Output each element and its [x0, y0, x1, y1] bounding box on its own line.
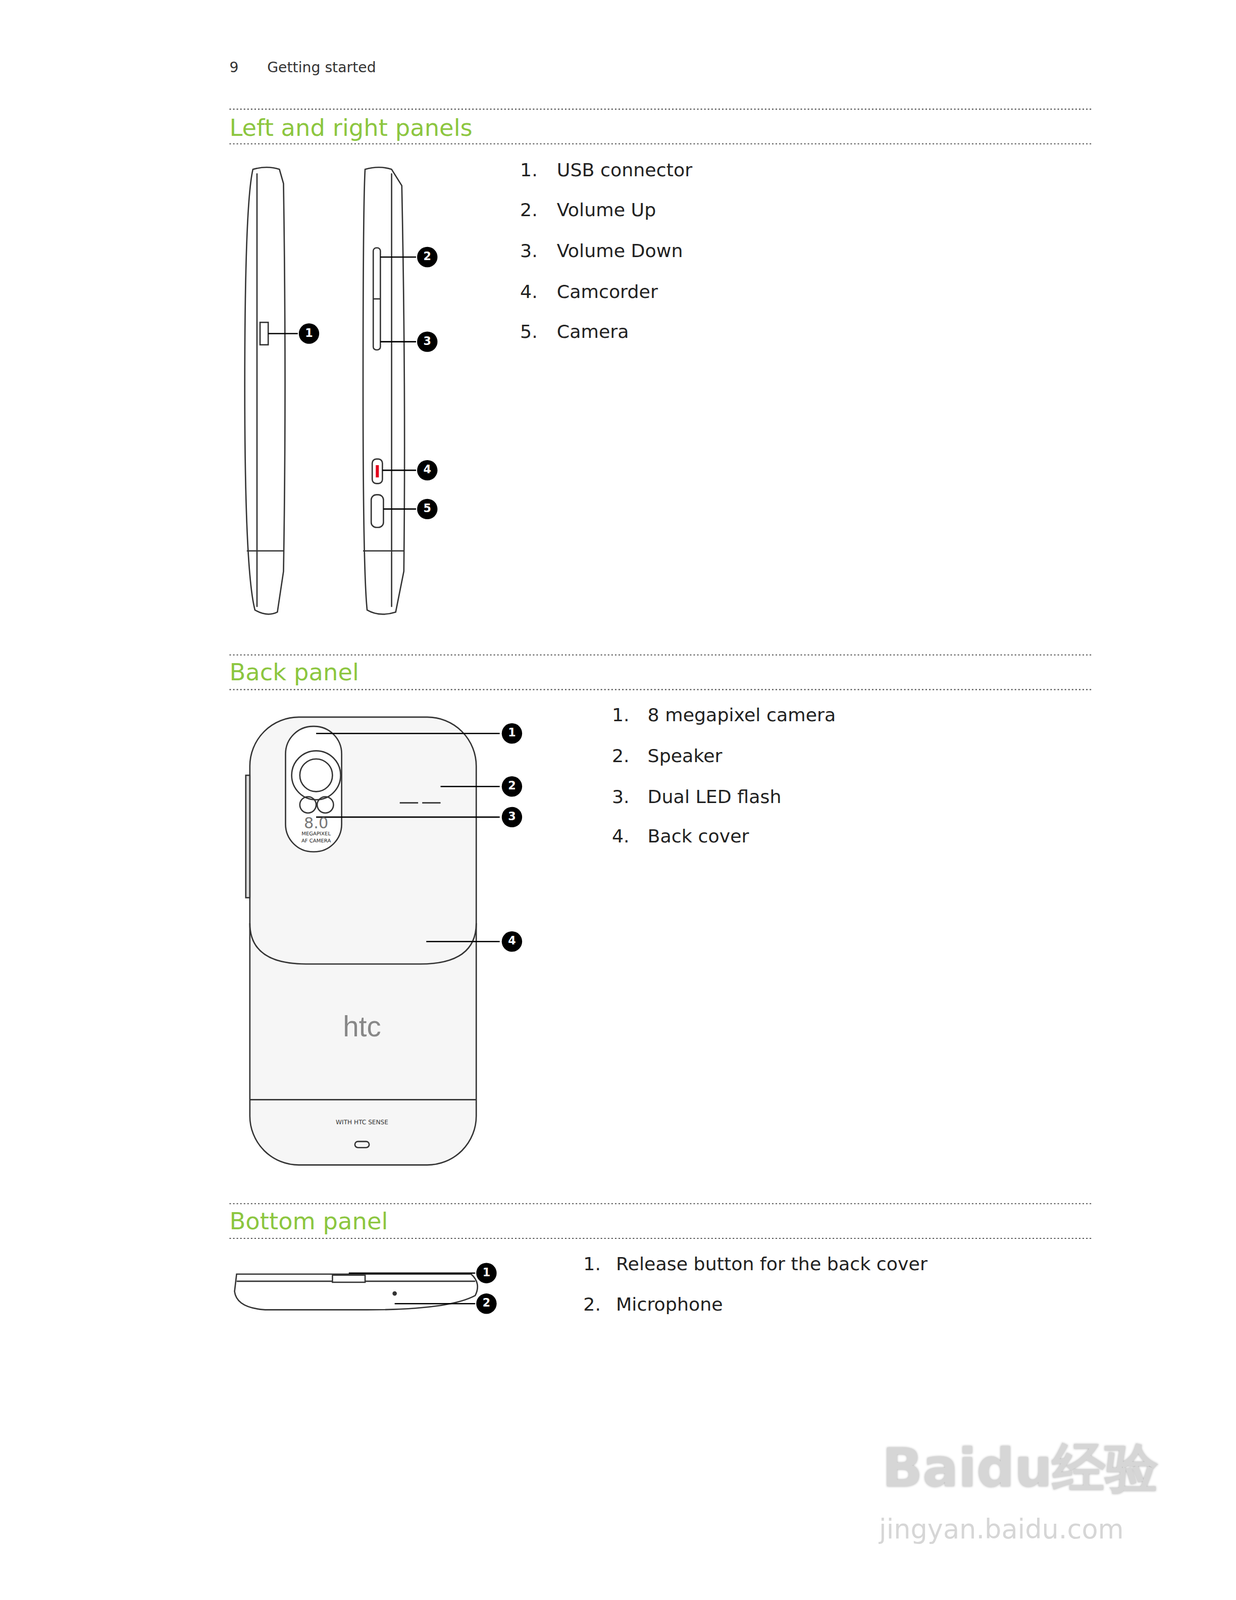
callout-number: 1 — [501, 723, 523, 744]
text-label: 4. — [520, 281, 538, 303]
text-label: 8 megapixel camera — [647, 704, 837, 726]
text-label: Release button for the back cover — [615, 1253, 928, 1275]
text-label: Getting started — [267, 59, 376, 76]
text-label: MEGAPIXEL — [301, 831, 331, 838]
text-label: 2. — [583, 1293, 601, 1315]
text-label: 2. — [520, 199, 538, 221]
text-label: Camcorder — [556, 281, 658, 303]
text-label: htc — [342, 1010, 381, 1044]
watermark: Baidu经验 — [882, 1437, 1159, 1500]
text-label: 3. — [520, 240, 538, 262]
section-heading: Back panel — [229, 658, 359, 686]
callout-number: 2 — [476, 1293, 497, 1314]
text-label: Speaker — [647, 745, 723, 767]
callout-number: 3 — [417, 331, 438, 352]
text-label: Dual LED flash — [647, 786, 782, 808]
callout-number: 2 — [501, 776, 523, 797]
text-label: Microphone — [615, 1293, 724, 1315]
callout-number: 1 — [298, 323, 320, 344]
text-label: WITH HTC SENSE — [335, 1118, 389, 1126]
text-label: Camera — [556, 321, 630, 343]
callout-number: 1 — [476, 1262, 497, 1283]
callout-number: 4 — [417, 459, 438, 481]
text-label: Back cover — [647, 825, 750, 847]
callout-number: 2 — [417, 246, 438, 268]
text-label: USB connector — [556, 159, 693, 181]
callout-number: 5 — [417, 498, 438, 520]
text-label: 4. — [611, 825, 630, 847]
text-label: 1. — [520, 159, 538, 181]
section-heading: Bottom panel — [229, 1207, 388, 1234]
text-label: Volume Up — [556, 199, 656, 221]
callout-number: 3 — [501, 806, 523, 828]
watermark: jingyan.baidu.com — [879, 1514, 1124, 1545]
callout-number: 4 — [501, 931, 523, 952]
text-label: 8.0 — [303, 815, 329, 834]
text-label: AF CAMERA — [301, 838, 332, 845]
text-label: 1. — [583, 1253, 601, 1275]
text-label: 3. — [611, 786, 630, 808]
text-label: 9 — [229, 59, 239, 76]
text-label: 2. — [611, 745, 630, 767]
text-label: 1. — [611, 704, 630, 726]
section-heading: Left and right panels — [229, 114, 473, 141]
text-label: Volume Down — [556, 240, 684, 262]
text-label: 5. — [520, 321, 538, 343]
